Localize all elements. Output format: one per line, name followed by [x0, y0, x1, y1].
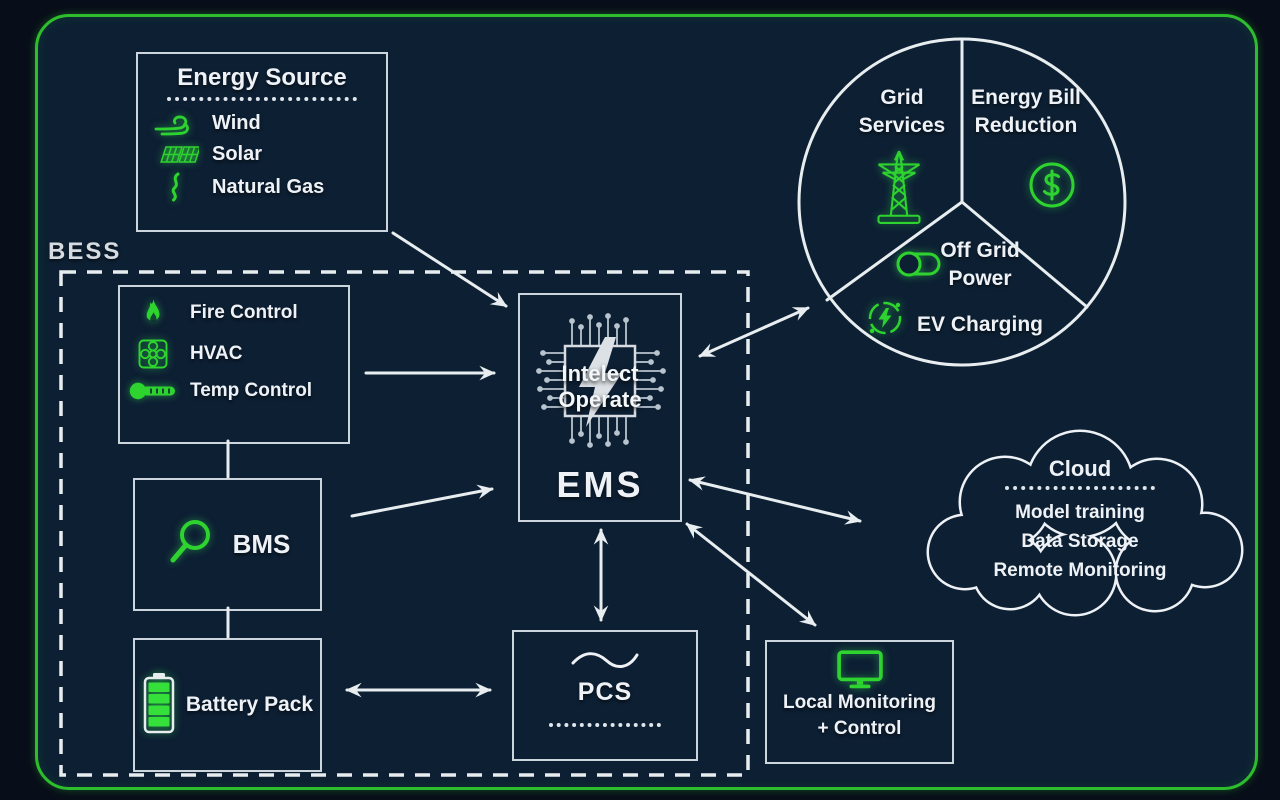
energy-source-title: Energy Source: [177, 64, 347, 91]
chip-icon: Intelect Operate: [525, 301, 675, 461]
cloud-title: Cloud: [1048, 456, 1112, 481]
cloud-item: Model training: [1015, 502, 1145, 523]
dotted-divider: [167, 97, 357, 101]
safety-item-fire: Fire Control: [128, 298, 348, 328]
cloud-outline-icon: [926, 429, 1244, 617]
bess-label: BESS: [48, 238, 122, 265]
dotted-divider: [1005, 486, 1155, 490]
thermometer-icon: [128, 381, 178, 401]
ac-wave-icon: [571, 652, 639, 668]
ems-label: EMS: [556, 464, 644, 505]
energy-item-solar: Solar: [150, 143, 386, 166]
dollar-coin-icon: [1027, 160, 1077, 215]
bms-label: BMS: [232, 529, 291, 559]
energy-item-wind: Wind: [150, 109, 386, 137]
pcs-box: PCS: [512, 630, 698, 761]
cloud-item: Remote Monitoring: [993, 560, 1167, 581]
transmission-tower-icon: [870, 146, 928, 231]
safety-item-label: Temp Control: [190, 380, 313, 401]
ems-brand-line1: Intelect: [561, 361, 639, 386]
battery-icon: [142, 672, 176, 739]
pie-sector-ev-charging: EV Charging: [916, 313, 1043, 336]
local-monitoring-line2: + Control: [817, 718, 902, 739]
pcs-label: PCS: [577, 678, 633, 706]
energy-item-gas: Natural Gas: [150, 172, 386, 202]
solar-panel-icon: [150, 144, 200, 166]
cloud-shape: Cloud Model training Data Storage Remote…: [905, 420, 1255, 630]
magnifier-icon: [165, 516, 217, 573]
dotted-divider: [549, 723, 661, 727]
local-monitoring-line1: Local Monitoring: [782, 692, 937, 713]
safety-item-label: Fire Control: [190, 302, 298, 323]
monitor-icon: [836, 650, 883, 689]
toggle-icon: [895, 250, 943, 283]
cloud-content: Cloud Model training Data Storage Remote…: [905, 456, 1255, 585]
safety-item-temp: Temp Control: [128, 380, 348, 402]
wind-icon: [150, 109, 200, 137]
ems-brand-line2: Operate: [558, 387, 642, 412]
energy-source-box: Energy Source Wind Solar: [136, 52, 388, 232]
natural-gas-icon: [150, 172, 200, 202]
ev-charging-icon: [863, 296, 907, 345]
ems-box: Intelect Operate EMS: [518, 293, 682, 522]
energy-item-label: Solar: [212, 143, 263, 165]
safety-item-hvac: HVAC: [128, 339, 348, 369]
pie-sector-energy-bill: Energy Bill Reduction: [971, 86, 1081, 137]
bms-box: BMS: [133, 478, 322, 611]
local-monitoring-box: Local Monitoring + Control: [765, 640, 954, 764]
pie-sector-grid-services: Grid Services: [858, 86, 946, 137]
cloud-item: Data Storage: [1021, 531, 1139, 552]
hvac-fan-icon: [128, 339, 178, 369]
safety-controls-box: Fire Control HVAC: [118, 285, 350, 444]
energy-item-label: Natural Gas: [212, 175, 325, 198]
flame-icon: [128, 298, 178, 328]
ems-brand-text: Intelect Operate: [525, 361, 675, 413]
energy-item-label: Wind: [212, 111, 261, 134]
battery-label: Battery Pack: [185, 693, 314, 716]
battery-pack-box: Battery Pack: [133, 638, 322, 772]
safety-item-label: HVAC: [190, 343, 243, 364]
